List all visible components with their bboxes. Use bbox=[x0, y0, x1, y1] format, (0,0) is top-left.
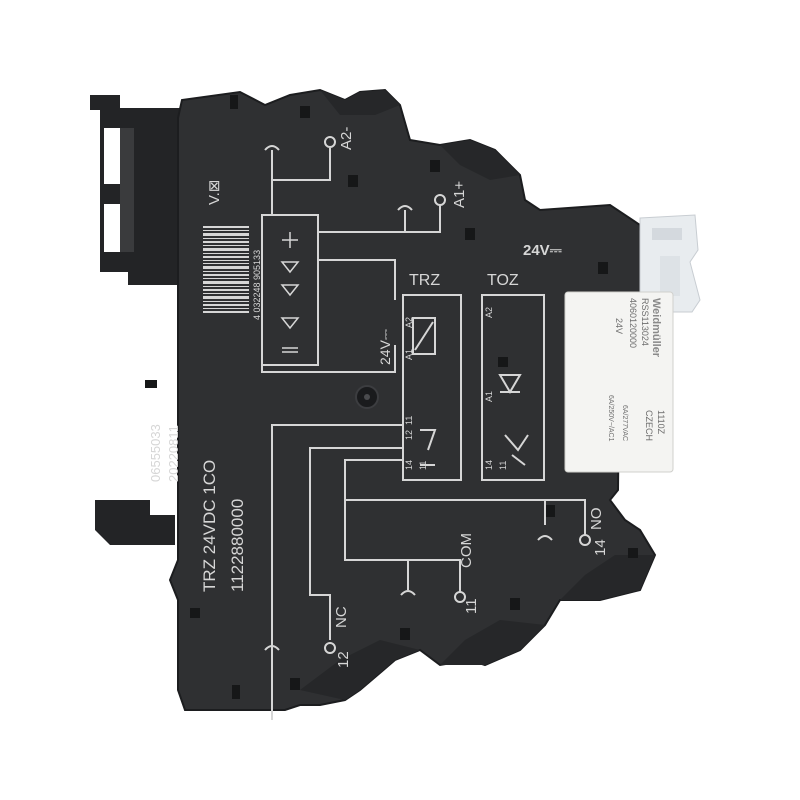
trz-a2: A2 bbox=[404, 316, 414, 328]
rectifier-symbols bbox=[280, 232, 300, 353]
relay-coil: 24V bbox=[614, 318, 624, 335]
terminal-markers bbox=[324, 136, 591, 654]
relay-order-number: 4060120000 bbox=[628, 298, 638, 349]
toz-a2: A2 bbox=[484, 306, 494, 318]
relay-brand: Weidmüller bbox=[650, 298, 662, 358]
supply-voltage: 24V⎓ bbox=[523, 242, 562, 259]
relay-part-number: RSS113024 bbox=[640, 298, 650, 346]
trz-12: 12 bbox=[404, 429, 414, 440]
trz-14: 14 bbox=[404, 459, 414, 470]
slots bbox=[145, 95, 638, 699]
barcode bbox=[203, 226, 249, 313]
terminal-nc-label: NC bbox=[333, 606, 350, 628]
circuit-print bbox=[261, 145, 586, 720]
relay-body bbox=[564, 291, 674, 473]
relay-rating: 6A/250V~/AC1 bbox=[607, 395, 614, 442]
label-trz: TRZ bbox=[409, 272, 441, 289]
coil-voltage: 24V⎓ bbox=[377, 328, 393, 365]
terminal-14-label: 14 bbox=[592, 539, 609, 556]
order-number: 1122880000 bbox=[228, 498, 247, 592]
housing bbox=[168, 88, 657, 711]
trz-11: 11 bbox=[404, 415, 414, 425]
toz-11: 11 bbox=[498, 460, 508, 470]
relay-code: 1110Z bbox=[656, 410, 666, 435]
terminal-no-label: NO bbox=[588, 507, 605, 531]
toz-a1: A1 bbox=[484, 390, 494, 402]
date-code: 20220811 bbox=[166, 425, 181, 482]
barcode-digits: 4 032248 905133 bbox=[252, 249, 262, 320]
model-name: TRZ 24VDC 1CO bbox=[200, 459, 219, 592]
label-toz: TOZ bbox=[487, 272, 519, 289]
toz-14: 14 bbox=[484, 459, 494, 470]
terminal-com-label: COM bbox=[458, 533, 475, 568]
trz-11b: 11 bbox=[418, 460, 428, 470]
relay-rating-us: 6A/277VAC bbox=[621, 405, 628, 442]
relay-origin: CZECH bbox=[644, 410, 654, 441]
din-rail-clip bbox=[90, 95, 180, 545]
terminal-12-label: 12 bbox=[335, 651, 352, 668]
terminal-a2-label: A2- bbox=[338, 126, 355, 150]
approval-mark: V.⊠ bbox=[206, 179, 223, 205]
bridge-clip bbox=[639, 214, 701, 313]
terminal-11-label: 11 bbox=[463, 598, 480, 614]
trz-a1: A1 bbox=[404, 348, 414, 360]
serial-number: 06555033 bbox=[148, 424, 163, 482]
terminal-a1-label: A1+ bbox=[451, 180, 468, 208]
